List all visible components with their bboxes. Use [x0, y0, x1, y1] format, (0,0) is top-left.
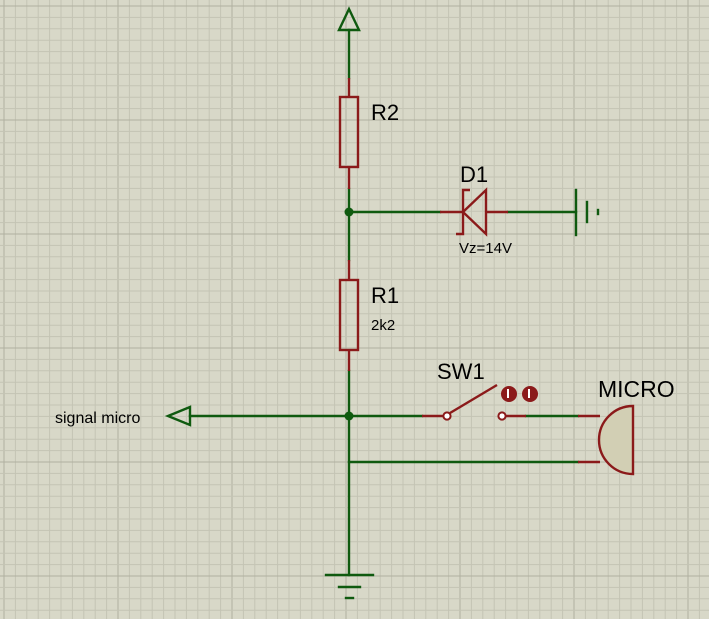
- terminal-arrow-icon: [164, 405, 192, 427]
- resistor-r1[interactable]: R1 2k2: [338, 260, 399, 371]
- r2-ref-label: R2: [371, 100, 399, 125]
- switch-lever-icon: [449, 383, 498, 415]
- wire-micro-return[interactable]: [347, 460, 580, 577]
- power-arrow-icon: [337, 6, 361, 32]
- junctions: [344, 207, 354, 421]
- power-terminal[interactable]: [337, 6, 361, 32]
- microphone[interactable]: MICRO: [578, 376, 675, 476]
- switch-contact-icon: [497, 411, 507, 421]
- r1-value-label: 2k2: [371, 317, 395, 334]
- ground-right[interactable]: [574, 188, 600, 237]
- switch-sw1[interactable]: SW1: [422, 359, 538, 421]
- d1-value-label: Vz=14V: [459, 240, 512, 257]
- switch-contact-icon: [442, 411, 452, 421]
- zener-diode-d1[interactable]: D1 Vz=14V: [440, 162, 512, 257]
- resistor-icon: [338, 95, 360, 169]
- signal-label: signal micro: [55, 410, 140, 427]
- sw1-ref-label: SW1: [437, 359, 485, 384]
- microphone-icon: [597, 404, 635, 476]
- d1-ref-label: D1: [460, 162, 488, 187]
- switch-toggle-button[interactable]: [501, 386, 517, 402]
- switch-toggle-button[interactable]: [522, 386, 538, 402]
- micro-ref-label: MICRO: [598, 376, 675, 402]
- r1-ref-label: R1: [371, 283, 399, 308]
- junction-dot: [344, 411, 354, 421]
- wires: [188, 28, 580, 577]
- ground-bottom[interactable]: [324, 573, 375, 600]
- junction-dot: [344, 207, 354, 217]
- signal-terminal[interactable]: signal micro: [55, 405, 192, 427]
- resistor-r2[interactable]: R2: [338, 78, 399, 189]
